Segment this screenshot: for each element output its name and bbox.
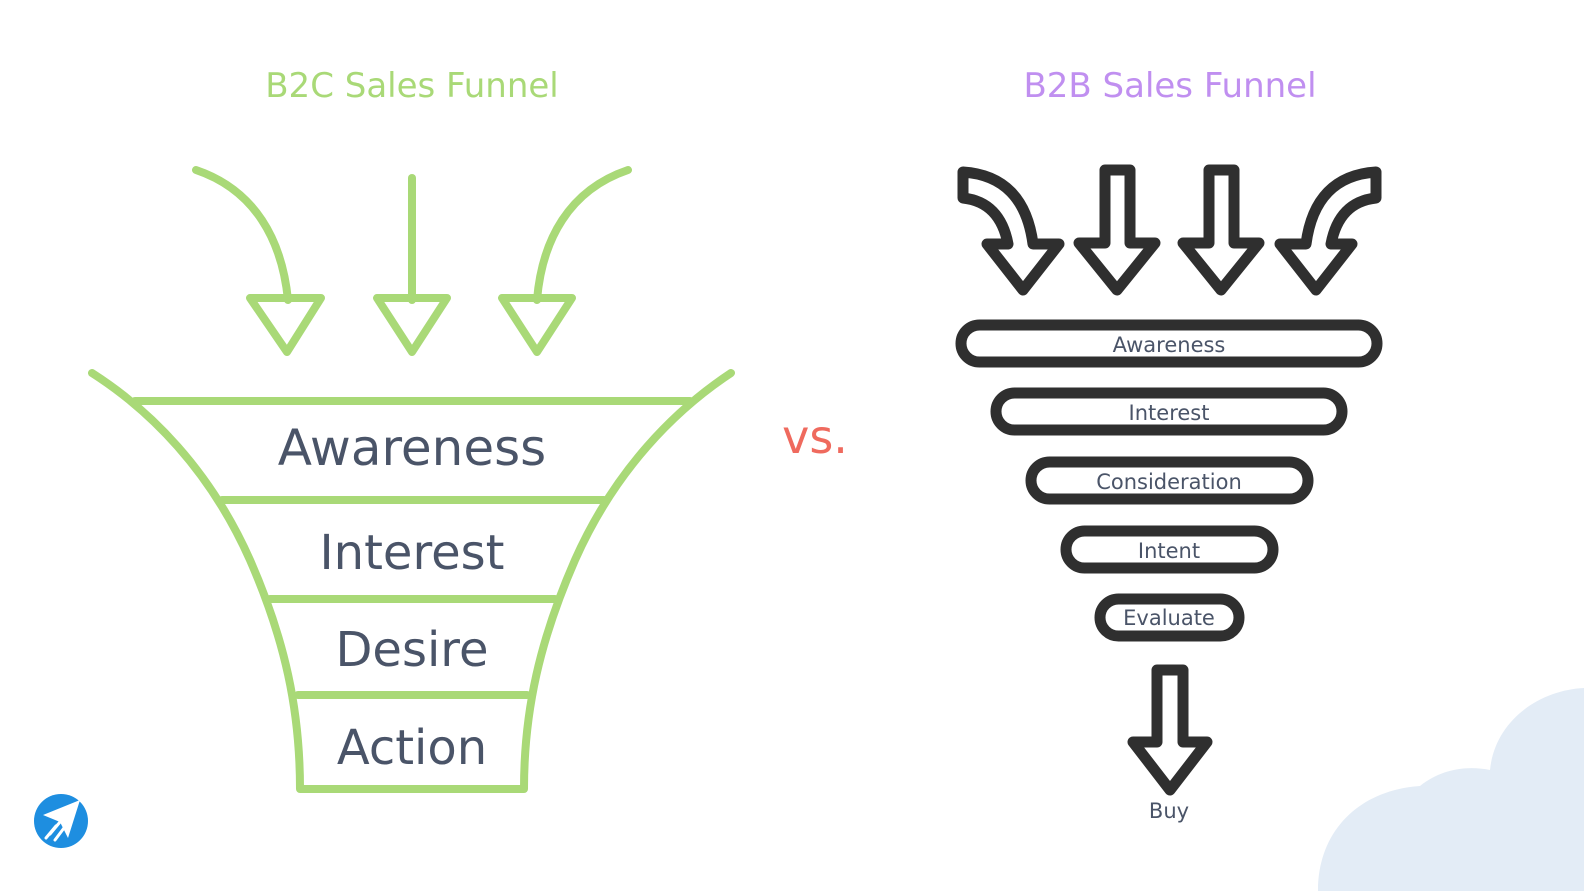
b2c-curved-arrow-left-icon xyxy=(192,166,325,356)
b2b-curved-arrow-right-icon xyxy=(1274,166,1382,296)
b2b-funnel xyxy=(955,164,1383,796)
b2c-funnel-outline xyxy=(88,369,735,793)
b2b-stage-intent: Intent xyxy=(1138,539,1200,563)
b2c-stage-awareness: Awareness xyxy=(278,419,546,477)
b2c-funnel: Awareness Interest Desire Action xyxy=(88,166,735,793)
b2b-straight-arrow-1-icon xyxy=(1073,164,1161,296)
b2c-stage-desire: Desire xyxy=(335,622,488,678)
vs-label: vs. xyxy=(782,410,848,464)
b2b-stage-consideration: Consideration xyxy=(1096,470,1242,494)
cloud-icon xyxy=(1318,688,1584,891)
b2b-straight-arrow-2-icon xyxy=(1177,164,1265,296)
b2b-stage-bar-interest xyxy=(990,387,1348,436)
b2c-stage-action: Action xyxy=(337,720,487,776)
b2b-stage-bar-evaluate xyxy=(1094,593,1245,642)
b2c-curved-arrow-right-icon xyxy=(498,166,632,356)
b2b-buy-arrow-icon xyxy=(1127,664,1213,796)
b2b-stage-bar-consideration xyxy=(1025,456,1314,505)
b2b-curved-arrow-left-icon xyxy=(957,166,1065,296)
b2c-straight-arrow-icon xyxy=(373,174,451,356)
b2b-stage-interest: Interest xyxy=(1129,401,1210,425)
b2c-stage-interest: Interest xyxy=(320,525,505,581)
b2b-stage-bar-intent xyxy=(1060,525,1279,574)
paper-plane-logo-icon xyxy=(34,794,88,848)
b2b-stage-labels: Awareness Interest Consideration Intent … xyxy=(1096,333,1242,823)
b2b-stage-bar-awareness xyxy=(955,319,1383,368)
b2b-outcome-buy: Buy xyxy=(1149,799,1189,823)
b2c-title: B2C Sales Funnel xyxy=(265,66,559,106)
b2b-stage-evaluate: Evaluate xyxy=(1123,606,1215,630)
b2b-stage-awareness: Awareness xyxy=(1113,333,1226,357)
b2b-title: B2B Sales Funnel xyxy=(1023,66,1317,106)
